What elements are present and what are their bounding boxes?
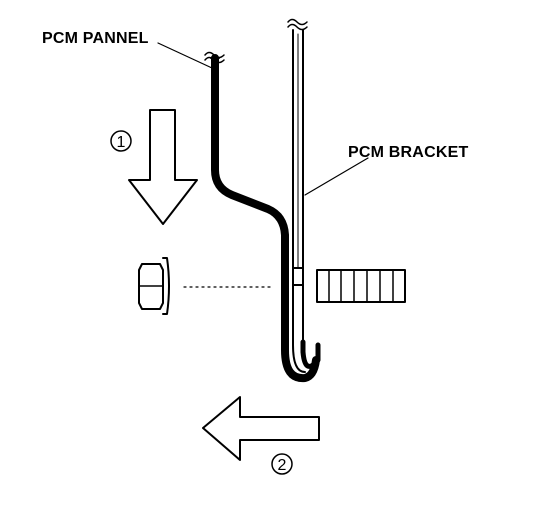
pcm-bracket <box>292 29 321 373</box>
svg-text:1: 1 <box>117 134 126 151</box>
label-pcm-panel: PCM PANNEL <box>42 30 149 47</box>
leader-line-pcm-bracket <box>304 157 369 196</box>
leader-line-pcm-panel <box>157 42 213 69</box>
break-mark-icon <box>287 18 308 31</box>
nut-icon <box>316 269 406 303</box>
pcm-panel <box>210 54 320 383</box>
arrow-down-icon <box>128 109 198 225</box>
step-1-marker: 1 <box>110 130 132 152</box>
step-2-marker: 2 <box>271 453 293 475</box>
bolt-icon <box>138 257 170 315</box>
svg-text:2: 2 <box>278 457 287 474</box>
label-pcm-bracket: PCM BRACKET <box>348 144 468 161</box>
break-mark-icon <box>204 51 225 64</box>
arrow-left-icon <box>202 396 320 461</box>
